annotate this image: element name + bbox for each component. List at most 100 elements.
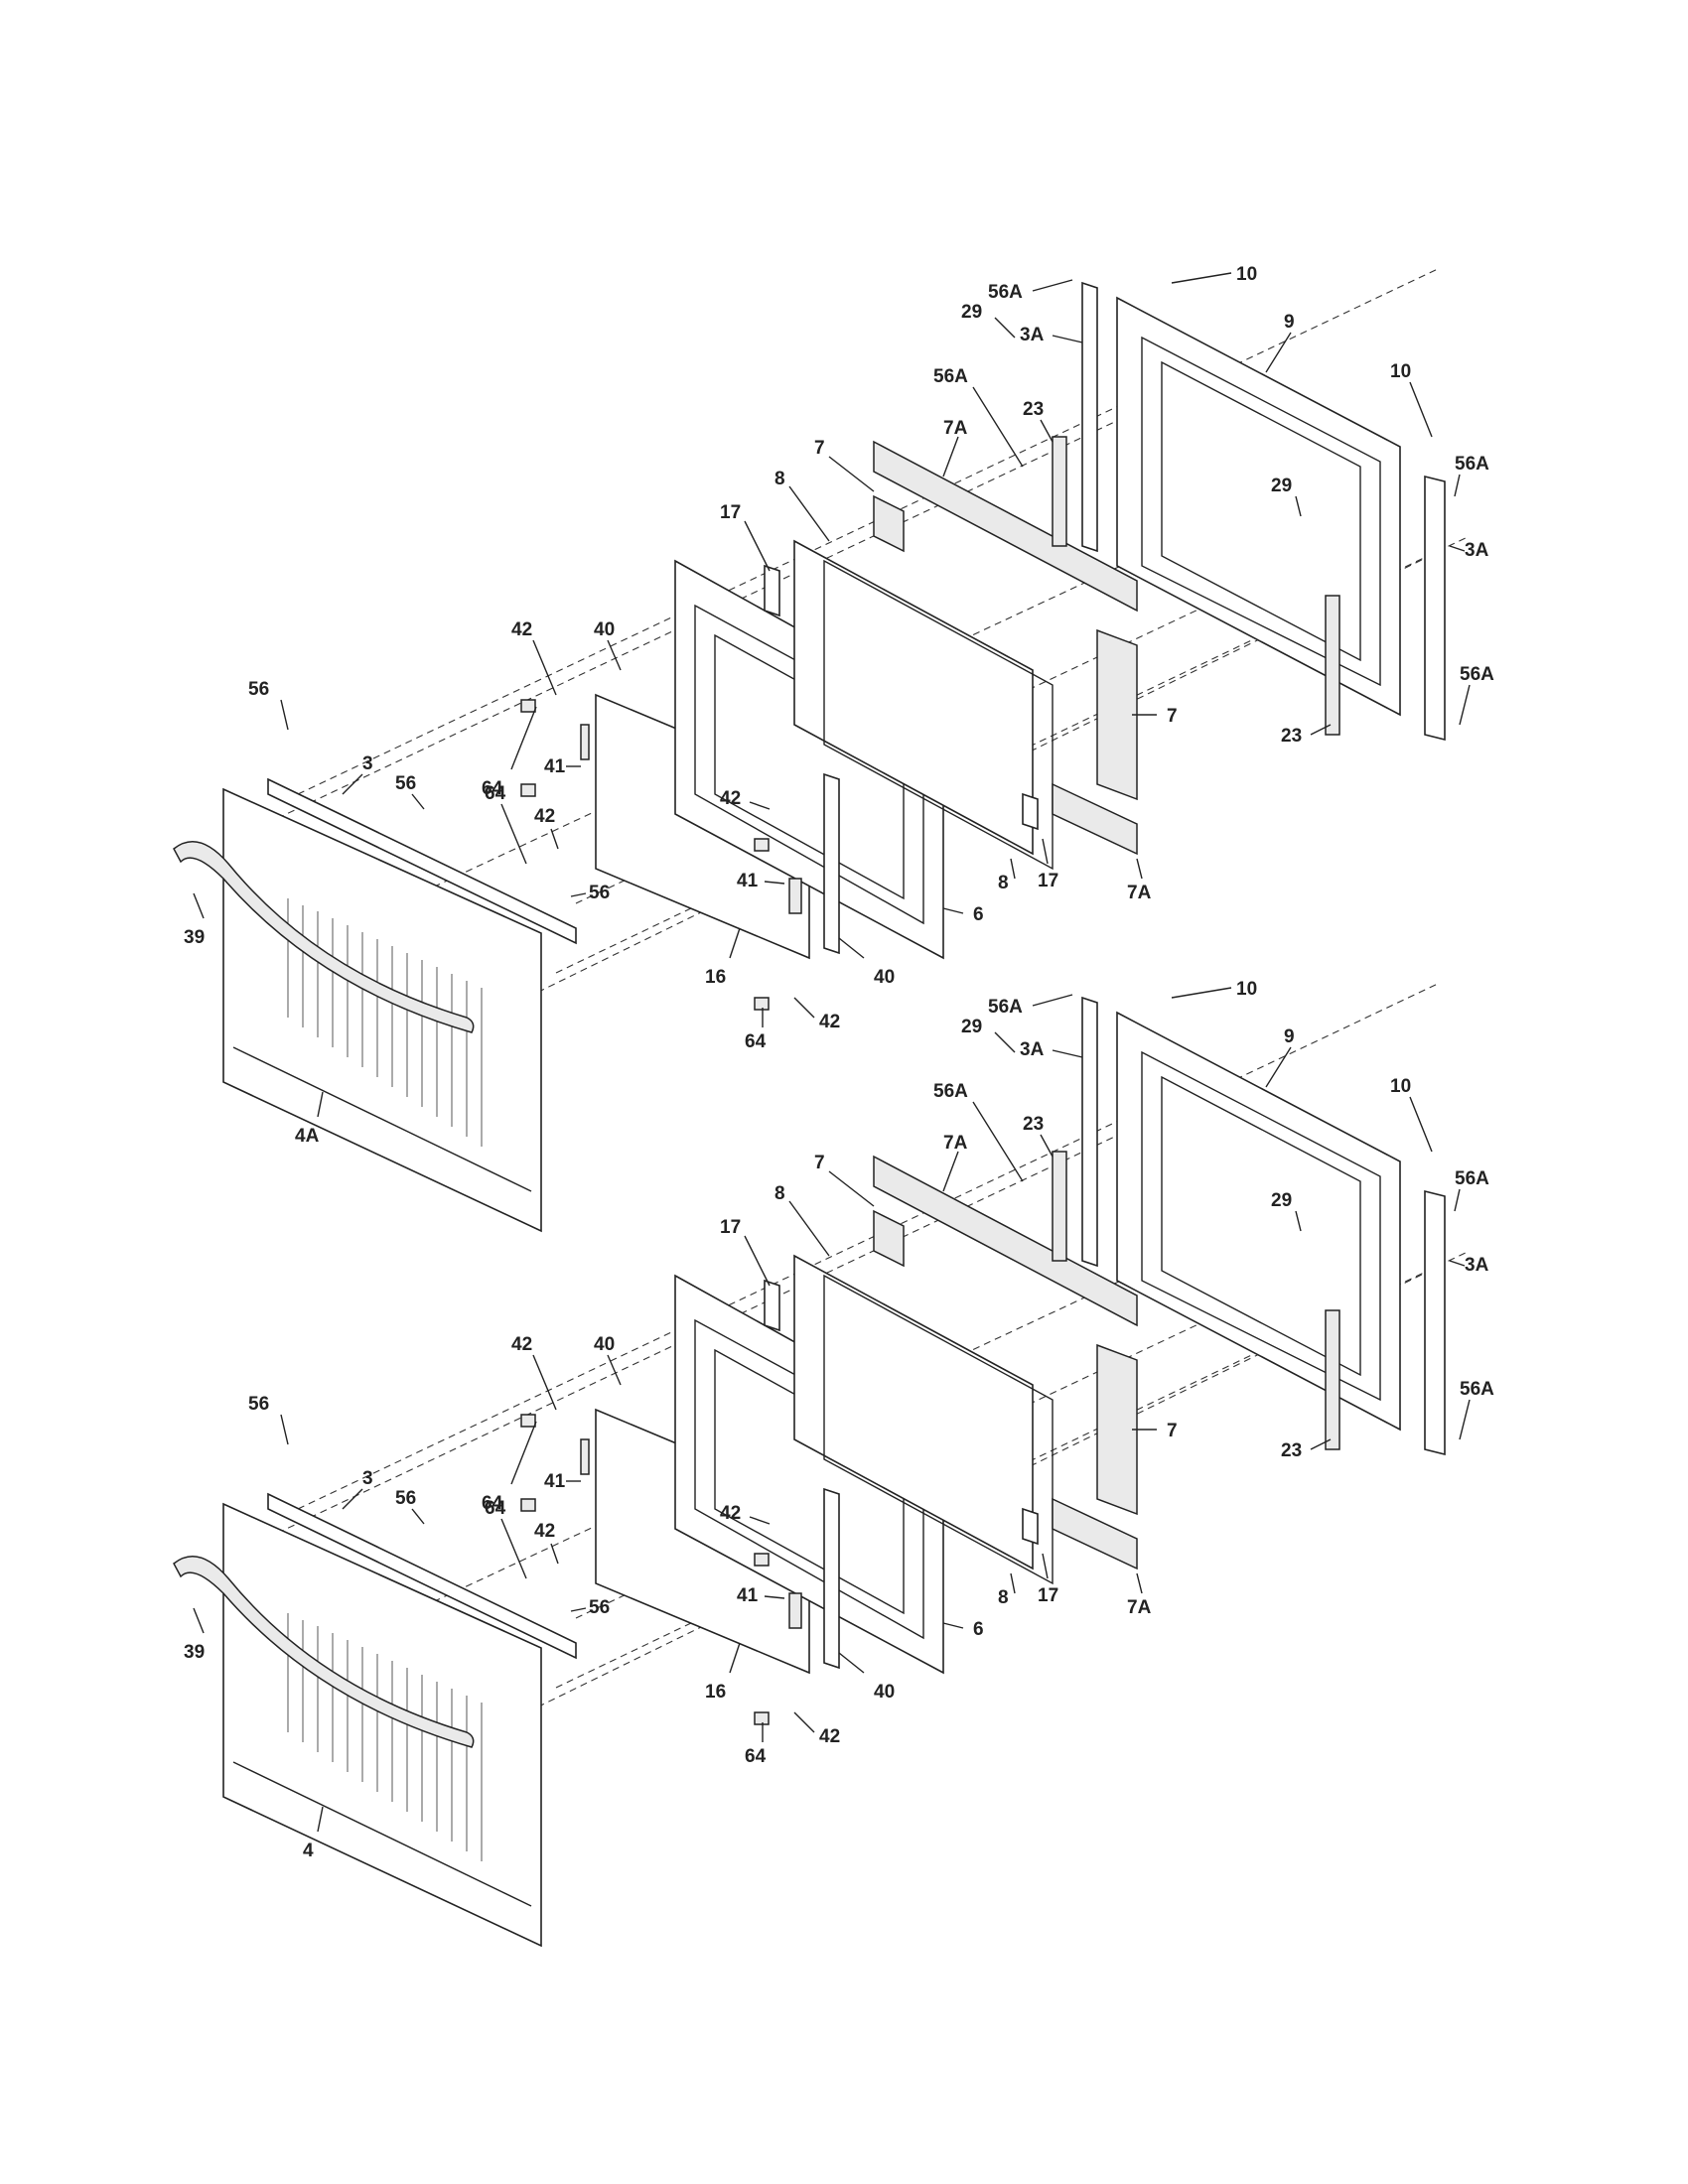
- label-8: 8: [998, 1587, 1009, 1608]
- door-clip-17: [764, 1279, 780, 1332]
- spacer-64-d: [754, 997, 770, 1011]
- side-channel-left: [1081, 996, 1098, 1268]
- label-3A: 3A: [1020, 325, 1045, 345]
- label-40: 40: [874, 967, 895, 988]
- label-23: 23: [1281, 726, 1302, 747]
- door-handle: [173, 1556, 475, 1748]
- label-41: 41: [737, 1585, 759, 1606]
- label-10: 10: [1390, 1076, 1411, 1097]
- insulation-side-right: [1096, 1343, 1138, 1516]
- label-64: 64: [485, 1498, 506, 1519]
- label-64: 64: [482, 1493, 503, 1514]
- label-56A: 56A: [988, 282, 1023, 303]
- label-4A: 4A: [295, 1126, 320, 1147]
- label-42: 42: [720, 1503, 741, 1524]
- label-6: 6: [973, 904, 984, 925]
- label-7A: 7A: [1127, 883, 1152, 903]
- top-vent-trim: [267, 1492, 577, 1660]
- label-56: 56: [589, 883, 610, 903]
- door-clip-17: [764, 564, 780, 617]
- label-64: 64: [485, 783, 506, 804]
- door-clip-17-lower: [1022, 1507, 1039, 1546]
- label-56A: 56A: [933, 1081, 968, 1102]
- door-handle: [173, 841, 475, 1033]
- label-8: 8: [774, 1183, 785, 1204]
- outer-door-panel: [222, 1502, 542, 1948]
- label-42: 42: [534, 806, 555, 827]
- label-17: 17: [1038, 1585, 1058, 1606]
- bracket-41-bottom: [788, 1592, 802, 1629]
- label-56: 56: [248, 679, 269, 700]
- label-3A: 3A: [1020, 1039, 1045, 1060]
- label-17: 17: [720, 1217, 741, 1238]
- label-6: 6: [973, 1619, 984, 1640]
- label-9: 9: [1284, 1026, 1295, 1047]
- outer-door-panel: [222, 787, 542, 1233]
- bracket-41-bottom: [788, 878, 802, 914]
- window-hatching: [287, 1613, 483, 1861]
- label-29: 29: [1271, 476, 1292, 496]
- bracket-41-top: [580, 724, 590, 760]
- window-hatching: [287, 898, 483, 1147]
- part-labels: 10 56A 29 3A 9 10 56A 23 7A 7 8 56A 29: [184, 264, 1494, 1147]
- label-7: 7: [1167, 1421, 1178, 1441]
- side-channel-right: [1424, 1189, 1446, 1456]
- label-56A: 56A: [1455, 1168, 1489, 1189]
- label-64: 64: [482, 778, 503, 799]
- insulation-bottom: [1052, 1497, 1138, 1570]
- insulation-bottom: [1052, 782, 1138, 856]
- insulation-side-left: [873, 494, 905, 553]
- label-29: 29: [961, 302, 982, 323]
- insulation-side-right: [1096, 628, 1138, 801]
- label-42: 42: [511, 619, 532, 640]
- label-7A: 7A: [1127, 1597, 1152, 1618]
- label-40: 40: [594, 1334, 615, 1355]
- label-10: 10: [1390, 361, 1411, 382]
- spacer-64-c: [754, 838, 770, 852]
- label-10: 10: [1236, 264, 1257, 285]
- label-7: 7: [1167, 706, 1178, 727]
- spacer-64-a: [520, 699, 536, 713]
- spacer-64-a: [520, 1414, 536, 1428]
- label-8: 8: [774, 469, 785, 489]
- label-3: 3: [362, 753, 373, 774]
- spacer-64-c: [754, 1553, 770, 1567]
- label-7: 7: [814, 1153, 825, 1173]
- label-41: 41: [544, 1471, 566, 1492]
- label-56A: 56A: [933, 366, 968, 387]
- label-64: 64: [745, 1031, 767, 1052]
- window-glass-frame: [823, 1274, 1054, 1585]
- label-42: 42: [720, 788, 741, 809]
- label-23: 23: [1281, 1440, 1302, 1461]
- label-9: 9: [1284, 312, 1295, 333]
- spacer-64-d: [754, 1711, 770, 1725]
- label-56: 56: [395, 773, 416, 794]
- label-29: 29: [961, 1017, 982, 1037]
- label-7: 7: [814, 438, 825, 459]
- label-42: 42: [819, 1012, 840, 1032]
- label-4: 4: [303, 1841, 314, 1861]
- side-channel-left: [1081, 281, 1098, 553]
- label-29: 29: [1271, 1190, 1292, 1211]
- side-channel-right: [1424, 475, 1446, 742]
- label-64: 64: [745, 1746, 767, 1767]
- door-clip-17-lower: [1022, 792, 1039, 831]
- lower-door-assembly: 10 56A 29 3A 9 10 56A 23 7A 7 8 56A 29: [173, 979, 1494, 1948]
- window-glass: [793, 1254, 1034, 1570]
- label-56: 56: [248, 1394, 269, 1415]
- label-3A: 3A: [1465, 1255, 1489, 1276]
- top-vent-trim: [267, 777, 577, 945]
- door-back-frame: [1116, 1011, 1401, 1432]
- label-41: 41: [544, 756, 566, 777]
- label-17: 17: [1038, 871, 1058, 891]
- label-40: 40: [594, 619, 615, 640]
- hinge-right: [1325, 595, 1340, 736]
- label-23: 23: [1023, 1114, 1044, 1135]
- label-41: 41: [737, 871, 759, 891]
- label-56A: 56A: [1455, 454, 1489, 475]
- spacer-64-b: [520, 1498, 536, 1512]
- upper-door-assembly: 10 56A 29 3A 9 10 56A 23 7A 7 8 56A 29: [173, 264, 1494, 1233]
- label-56: 56: [589, 1597, 610, 1618]
- label-16: 16: [705, 967, 726, 988]
